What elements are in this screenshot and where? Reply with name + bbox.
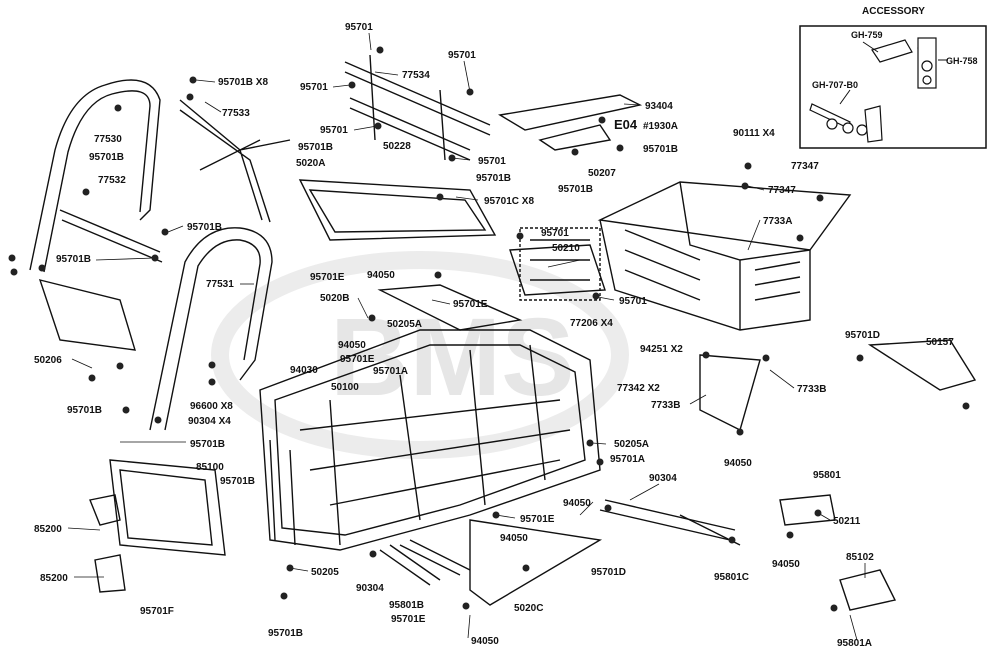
- callout-label: 85200: [40, 573, 68, 584]
- callout-label: 90111 X4: [733, 128, 775, 139]
- callout-label: 95701B: [187, 222, 222, 233]
- callout-label: 7733B: [651, 400, 680, 411]
- callout-label: 50228: [383, 141, 411, 152]
- callout-label: 95701A: [610, 454, 645, 465]
- callout-label: 77533: [222, 108, 250, 119]
- callout-label: 95701B: [56, 254, 91, 265]
- callout-label: 77347: [791, 161, 819, 172]
- callout-gh-758: GH-758: [946, 56, 978, 66]
- callout-label: 95701: [320, 125, 348, 136]
- callout-label: 95701E: [391, 614, 426, 625]
- callout-label: 95701B: [643, 144, 678, 155]
- callout-label: 50205: [311, 567, 339, 578]
- callout-label: 7733B: [797, 384, 826, 395]
- callout-label: 95701B: [476, 173, 511, 184]
- callout-label: 50210: [552, 243, 580, 254]
- callout-label: 95701C X8: [484, 196, 534, 207]
- callout-label: 94050: [471, 636, 499, 647]
- callout-label: 95701B: [558, 184, 593, 195]
- callout-gh-759: GH-759: [851, 30, 883, 40]
- callout-label: 50205A: [614, 439, 649, 450]
- callout-label: 94050: [500, 533, 528, 544]
- callout-label: 90304 X4: [188, 416, 231, 427]
- callout-label: 94050: [724, 458, 752, 469]
- callout-label: 77342 X2: [617, 383, 660, 394]
- callout-label: 94050: [338, 340, 366, 351]
- accessory-box: [799, 25, 987, 149]
- callout-label: 95701B: [67, 405, 102, 416]
- callout-label: 94030: [290, 365, 318, 376]
- callout-label: 85102: [846, 552, 874, 563]
- cargo-box: [597, 181, 852, 331]
- callout-label: 50211: [833, 516, 861, 527]
- callout-label: 95701E: [453, 299, 488, 310]
- callout-label: 95701: [300, 82, 328, 93]
- callout-e04: E04: [614, 117, 638, 132]
- callout-label: 95701: [345, 22, 373, 33]
- accessory-title: ACCESSORY: [862, 6, 925, 17]
- callout-label: 95801C: [714, 572, 749, 583]
- callout-label: 95801: [813, 470, 841, 481]
- callout-label: 50157: [926, 337, 954, 348]
- callout-label: 95701: [448, 50, 476, 61]
- callout-label: 95701D: [845, 330, 880, 341]
- callout-label: 77530: [94, 134, 122, 145]
- callout-label: 95701E: [310, 272, 345, 283]
- callout-label: 93404: [645, 101, 673, 112]
- callout-label: 7733A: [763, 216, 792, 227]
- callout-label: 5020B: [320, 293, 349, 304]
- callout-label: 85200: [34, 524, 62, 535]
- callout-label: 5020C: [514, 603, 543, 614]
- callout-label: 90304: [356, 583, 384, 594]
- callout-label: 95701: [478, 156, 506, 167]
- callout-label: 95701B: [190, 439, 225, 450]
- callout-label: 50206: [34, 355, 62, 366]
- callout-label: 5020A: [296, 158, 325, 169]
- callout-label: 94251 X2: [640, 344, 683, 355]
- callout-label: 95701B: [268, 628, 303, 639]
- callout-label: 95801B: [389, 600, 424, 611]
- callout-label: 77531: [206, 279, 234, 290]
- callout-label: 95701E: [340, 354, 375, 365]
- callout-label: #1930A: [643, 121, 678, 132]
- callout-label: 95701B: [298, 142, 333, 153]
- callout-label: 50205A: [387, 319, 422, 330]
- callout-label: 95701B X8: [218, 77, 268, 88]
- callout-label: 95701: [619, 296, 647, 307]
- callout-label: 94050: [772, 559, 800, 570]
- callout-label: 95701B: [220, 476, 255, 487]
- callout-label: 50207: [588, 168, 616, 179]
- watermark-logo: BMS: [211, 251, 629, 459]
- callout-label: 77534: [402, 70, 430, 81]
- roll-cage-parts: [29, 54, 643, 431]
- callout-labels: ACCESSORY GH-759 GH-758 GH-707-B0 E04 95…: [34, 6, 978, 649]
- callout-label: 96600 X8: [190, 401, 233, 412]
- callout-label: 94050: [367, 270, 395, 281]
- callout-label: 50100: [331, 382, 359, 393]
- callout-label: 94050: [563, 498, 591, 509]
- callout-label: 77532: [98, 175, 126, 186]
- callout-label: 90304: [649, 473, 677, 484]
- fasteners: [8, 46, 970, 612]
- callout-label: 85100: [196, 462, 224, 473]
- callout-label: 95801A: [837, 638, 872, 649]
- bumpers-and-rods: [38, 227, 977, 611]
- callout-label: 95701E: [520, 514, 555, 525]
- callout-label: 77347: [768, 185, 796, 196]
- callout-label: 95701A: [373, 366, 408, 377]
- callout-label: 77206 X4: [570, 318, 613, 329]
- callout-label: 95701: [541, 228, 569, 239]
- callout-gh-707-b0: GH-707-B0: [812, 80, 858, 90]
- callout-label: 95701B: [89, 152, 124, 163]
- callout-label: 95701F: [140, 606, 174, 617]
- callout-label: 95701D: [591, 567, 626, 578]
